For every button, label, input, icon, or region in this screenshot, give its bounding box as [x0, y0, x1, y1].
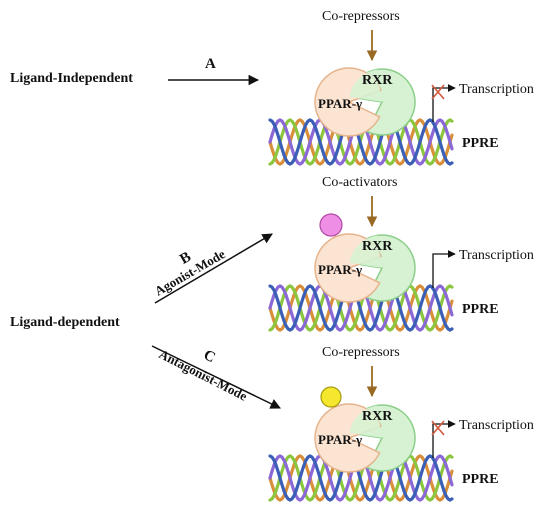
rxr-label: RXR	[362, 409, 393, 424]
block-cross-stroke	[431, 84, 445, 100]
ligand-dependent-label: Ligand-dependent	[10, 315, 120, 330]
ppar-gamma-label: PPAR-γ	[318, 432, 362, 447]
dna-strand-orange	[268, 454, 454, 502]
arrow-c-letter: C	[201, 347, 218, 366]
transcription-label: Transcription	[459, 248, 534, 263]
block-cross-stroke	[431, 420, 445, 436]
transcription-arrow	[432, 84, 456, 122]
dna-strand-orange	[268, 284, 454, 332]
ppar-gamma-label: PPAR-γ	[318, 262, 362, 277]
rxr-label: RXR	[362, 73, 393, 88]
ppar-gamma-label: PPAR-γ	[318, 96, 362, 111]
ppre-label: PPRE	[462, 136, 499, 151]
coregulator-label: Co-activators	[322, 175, 397, 190]
rxr-overlap	[349, 235, 382, 268]
arrow-b-mode: Agonist-Mode	[152, 246, 228, 298]
ppre-label: PPRE	[462, 472, 499, 487]
coregulator-label: Co-repressors	[322, 345, 400, 360]
transcription-arrow	[432, 420, 456, 458]
dna-helix	[268, 454, 454, 502]
arrow-c	[151, 345, 281, 409]
rxr-label: RXR	[362, 239, 393, 254]
transcription-label: Transcription	[459, 82, 534, 97]
ppre-label: PPRE	[462, 302, 499, 317]
arrow-a-letter: A	[205, 56, 216, 72]
coregulator-label: Co-repressors	[322, 9, 400, 24]
antagonist-ligand	[320, 386, 342, 408]
dna-strand-orange	[268, 118, 454, 166]
ligand-independent-label: Ligand-Independent	[10, 71, 133, 86]
rxr-overlap	[349, 405, 382, 438]
dna-strand-navy	[268, 118, 454, 166]
transcription-label: Transcription	[459, 418, 534, 433]
dna-strand-navy	[268, 284, 454, 332]
transcription-arrow	[432, 250, 456, 288]
panels: Co-repressorsPPRERXRPPAR-γTranscriptionC…	[268, 9, 534, 502]
rxr-overlap	[349, 69, 382, 102]
dna-strand-navy	[268, 454, 454, 502]
arrow-b	[154, 233, 273, 304]
agonist-ligand	[319, 213, 343, 237]
